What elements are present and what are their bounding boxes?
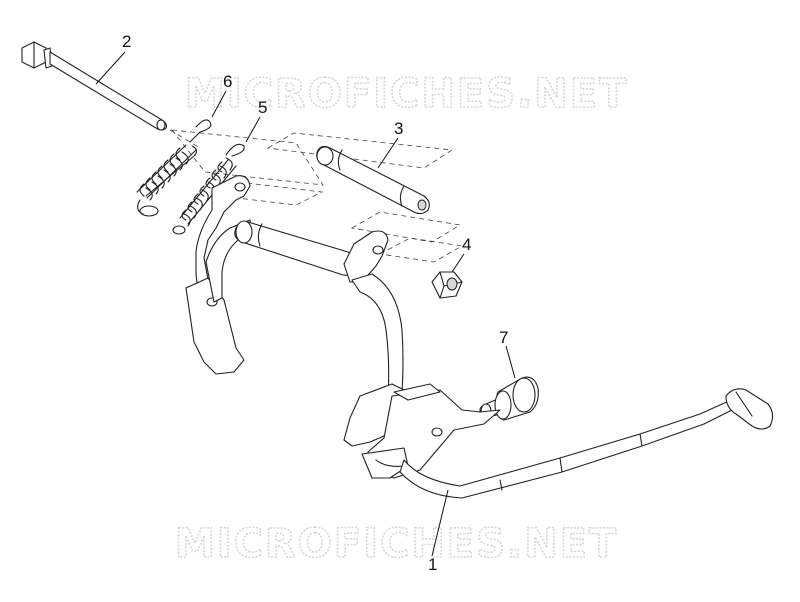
part-3-pin — [316, 145, 430, 215]
part-1-main-stand — [185, 175, 774, 499]
callout-1: 1 — [428, 555, 437, 574]
callout-7: 7 — [499, 328, 508, 347]
watermark-bottom: MICROFICHES.NET — [175, 521, 618, 567]
callout-2: 2 — [122, 32, 131, 51]
callout-labels: 2 6 5 3 4 7 1 — [122, 32, 508, 574]
part-4-nut — [431, 271, 463, 299]
part-2-bolt — [21, 41, 168, 131]
leader-lines — [95, 51, 516, 557]
callout-5: 5 — [258, 98, 267, 117]
callout-4: 4 — [462, 235, 471, 254]
watermark-top: MICROFICHES.NET — [185, 71, 628, 117]
callout-3: 3 — [394, 119, 403, 138]
part-6-spring — [136, 119, 212, 217]
callout-6: 6 — [223, 72, 232, 91]
